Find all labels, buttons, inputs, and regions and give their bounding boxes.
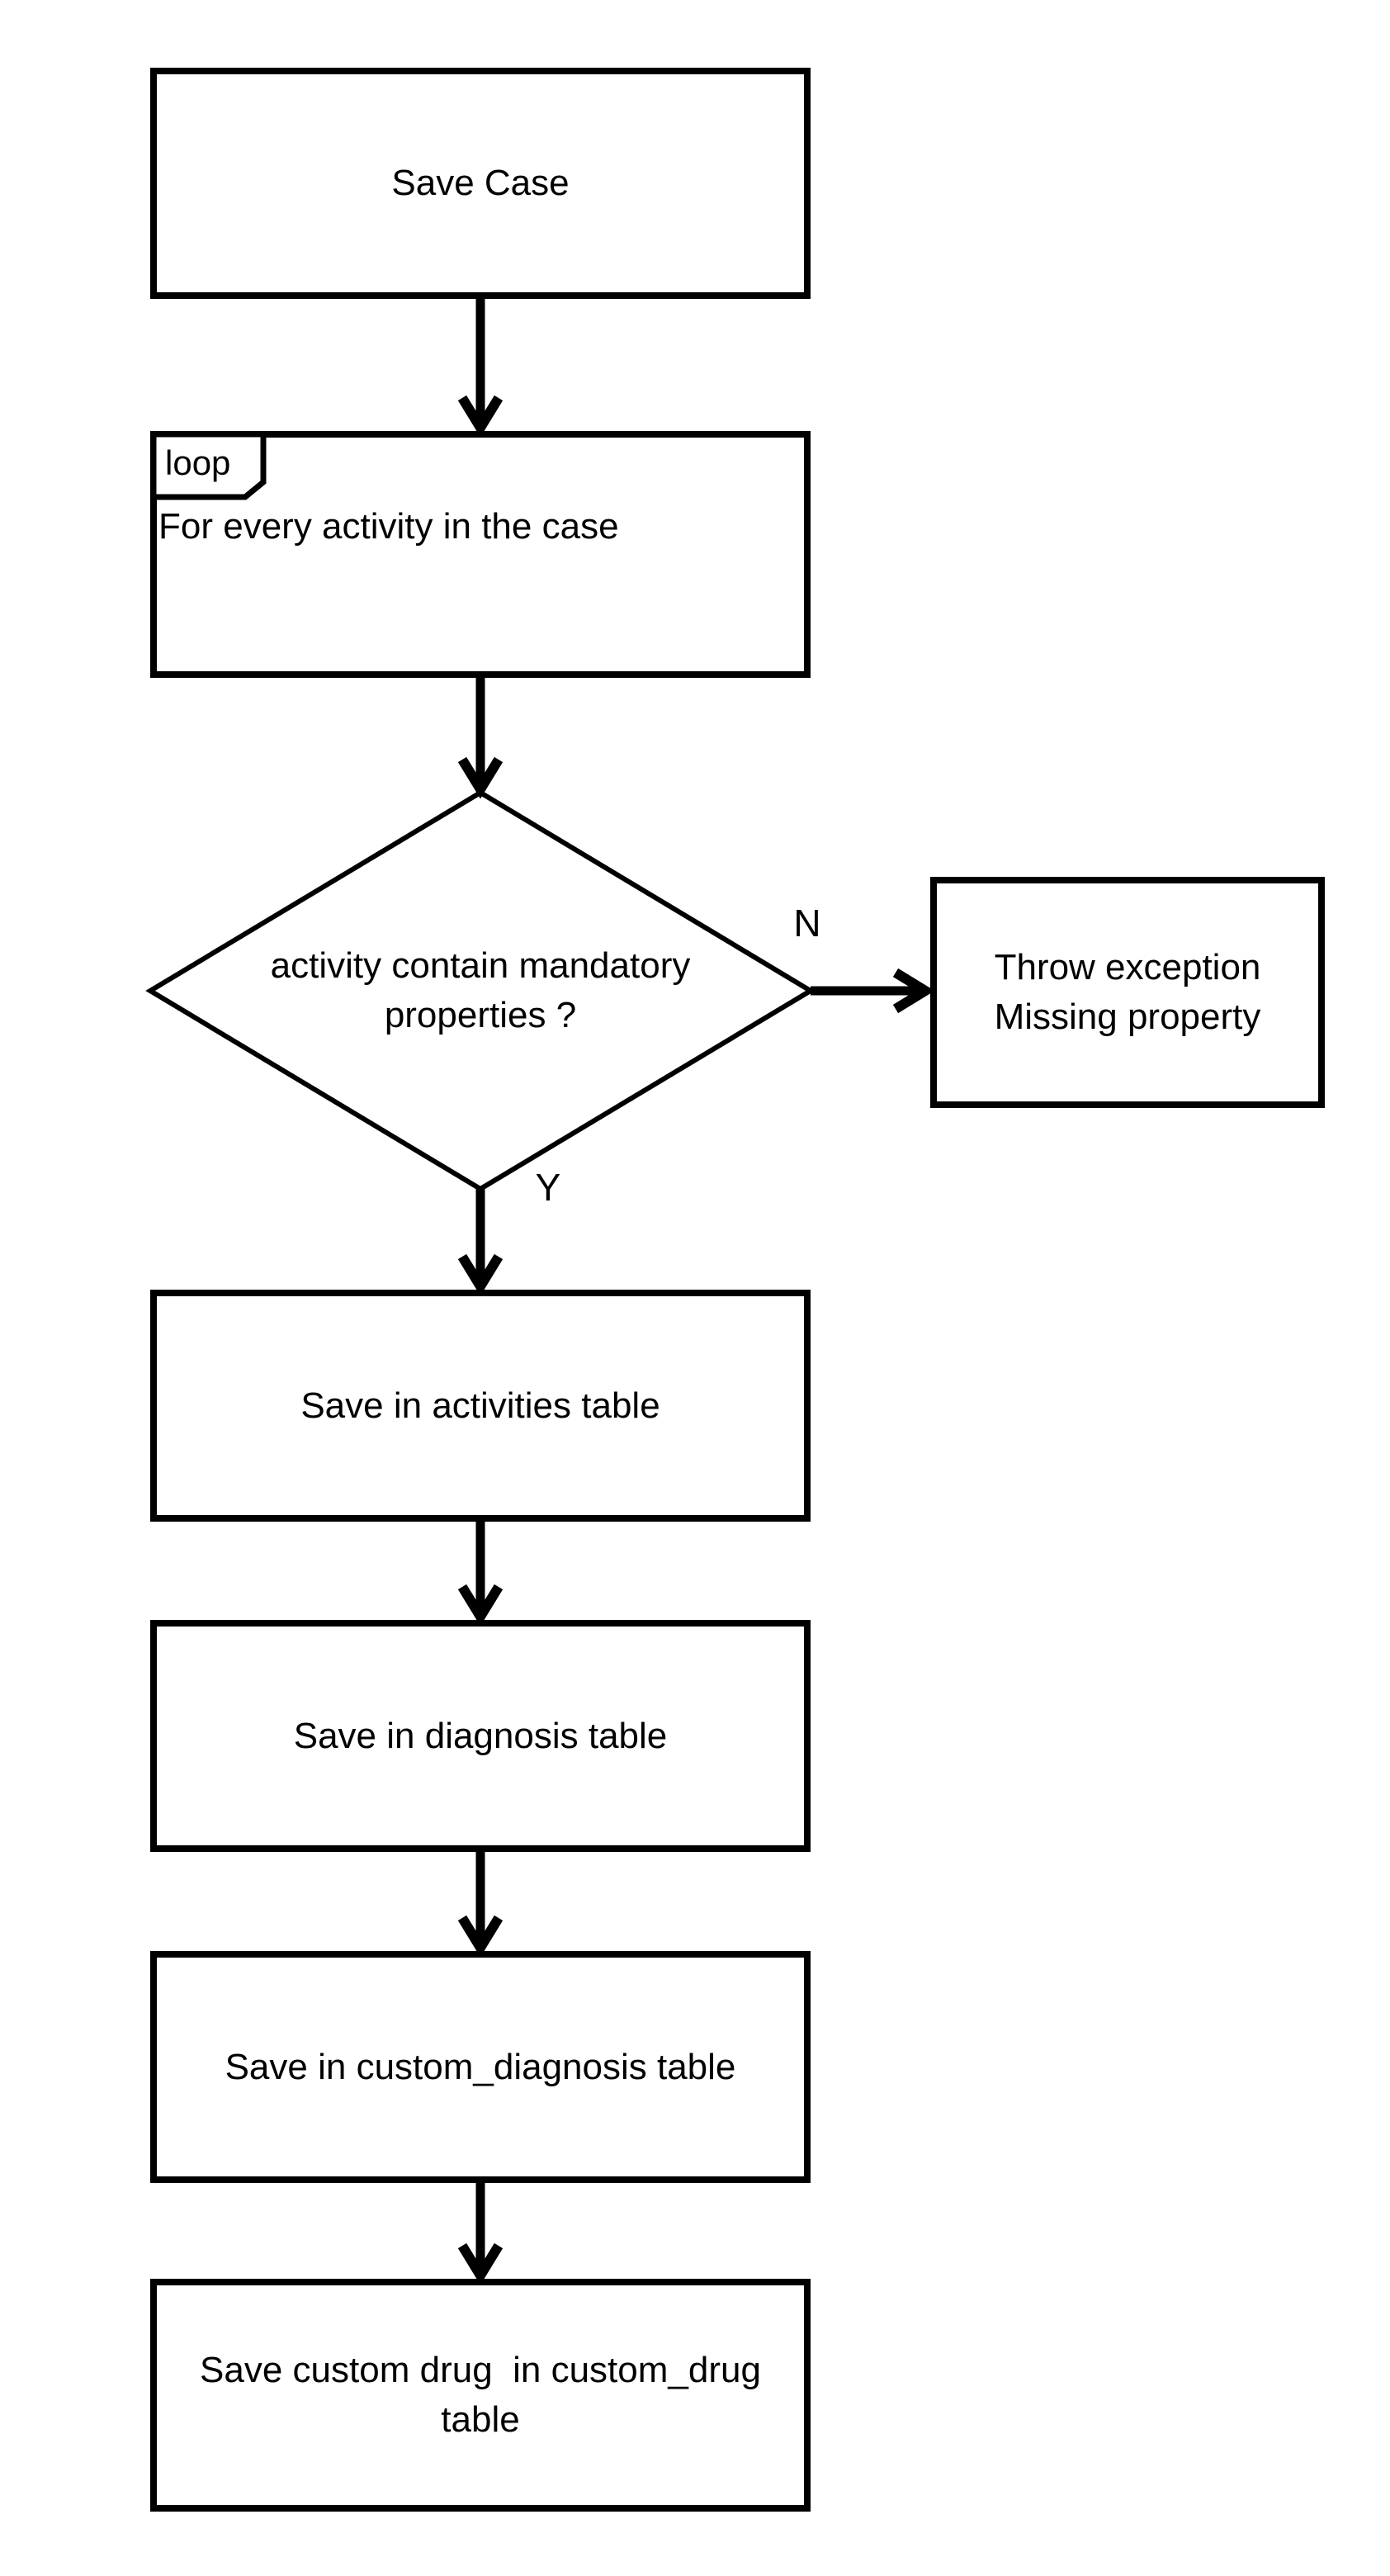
arrow-save-activities-to-save-diagnosis [457,1520,504,1627]
loop-tab [150,431,267,500]
throw-exception-text: Throw exception Missing property [994,947,1261,1037]
arrow-decision-to-throw-exception [811,968,935,1014]
node-save-custom-diagnosis-label: Save in custom_diagnosis table [225,2046,736,2087]
node-throw-exception-label: Throw exception Missing property [930,877,1325,1108]
arrow-loop-to-decision [457,676,504,799]
arrow-save-diagnosis-to-save-custom-diagnosis [457,1850,504,1958]
arrow-head-icon [457,2242,504,2285]
arrow-head-icon [457,1915,504,1958]
arrow-head-icon [892,968,935,1014]
node-save-diagnosis-box [150,1620,811,1852]
node-throw-exception-box [930,877,1325,1108]
arrow-head-icon [457,395,504,438]
node-save-case-box [150,68,811,299]
node-loop-label: For every activity in the case [158,506,619,547]
arrow-save-case-to-loop [457,297,504,438]
node-decision-label: activity contain mandatory properties ? [270,945,691,1035]
arrow-head-icon [457,756,504,799]
arrow-head-icon [457,1584,504,1627]
node-save-diagnosis-label: Save in diagnosis table [293,1715,668,1756]
node-save-activities-box [150,1290,811,1522]
node-save-activities-label: Save in activities table [300,1385,660,1426]
node-save-case-label: Save Case [391,163,570,204]
arrow-save-custom-diagnosis-to-save-custom-drug [457,2181,504,2285]
node-save-custom-drug-label: Save custom drug in custom_drug table [200,2350,761,2440]
node-save-custom-diagnosis-box [150,1951,811,2183]
edge-yes-label: Y [535,1165,561,1209]
edge-no-label: N [793,901,821,945]
arrow-head-icon [457,1253,504,1296]
arrow-decision-to-save-activities [457,1187,504,1296]
node-save-custom-drug-box [150,2279,811,2512]
loop-tab-label: loop [165,443,231,483]
